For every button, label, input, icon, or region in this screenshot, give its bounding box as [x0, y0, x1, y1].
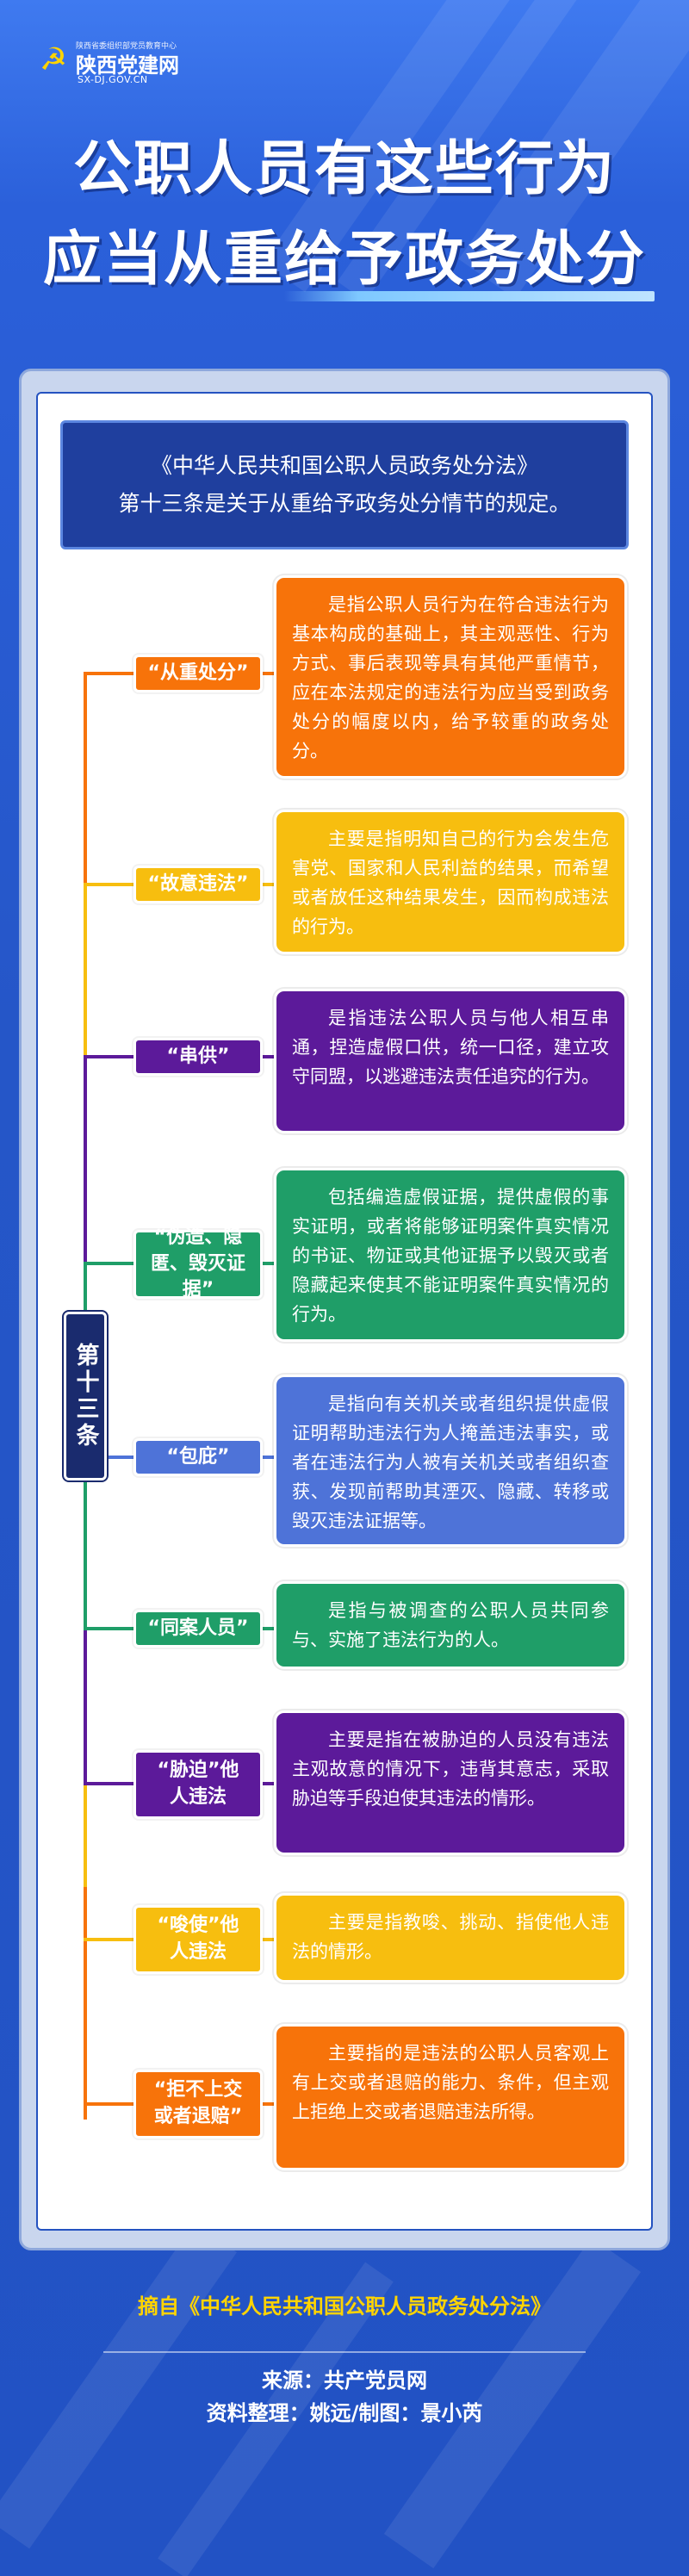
- term-description: 主要是指明知自己的行为会发生危害党、国家和人民利益的结果，而希望或者放任这种结果…: [274, 810, 627, 954]
- term-label: “拒不上交或者退赔”: [133, 2070, 263, 2138]
- connector-line: [84, 885, 87, 1057]
- logo-org-text: 陕西省委组织部党员教育中心: [76, 42, 177, 51]
- connector-line: [84, 1055, 135, 1058]
- party-emblem-icon: ☭: [39, 42, 68, 78]
- term-description: 是指公职人员行为在符合违法行为基本构成的基础上，其主观恶性、行为方式、事后表现等…: [274, 575, 627, 779]
- connector-line: [263, 1938, 276, 1941]
- intro-box: 《中华人民共和国公职人员政务处分法》 第十三条是关于从重给予政务处分情节的规定。: [60, 420, 629, 549]
- connector-line: [84, 1938, 135, 1941]
- connector-line: [263, 1782, 276, 1785]
- connector-line: [84, 1262, 135, 1265]
- page-title-line2: 应当从重给予政务处分: [42, 226, 646, 294]
- connector-line: [263, 1627, 276, 1630]
- connector-line: [84, 673, 87, 885]
- term-description: 是指与被调查的公职人员共同参与、实施了违法行为的人。: [274, 1581, 627, 1669]
- connector-line: [263, 1262, 276, 1265]
- connector-line: [263, 1456, 276, 1459]
- term-label: “串供”: [133, 1038, 263, 1076]
- term-label: “伪造、隐匿、毁灭证据”: [133, 1226, 263, 1300]
- connector-line: [84, 1629, 87, 1784]
- connector-line: [263, 883, 276, 886]
- connector-line: [84, 672, 135, 675]
- connector-line: [84, 1057, 87, 1263]
- logo-url: SX-DJ.GOV.CN: [78, 74, 148, 85]
- term-label: “同案人员”: [133, 1610, 263, 1648]
- term-description: 是指向有关机关或者组织提供虚假证明帮助违法行为人掩盖违法事实，或者在违法行为人被…: [274, 1375, 627, 1547]
- intro-description: 第十三条是关于从重给予政务处分情节的规定。: [118, 491, 571, 516]
- term-description: 包括编造虚假证据，提供虚假的事实证明，或者将能够证明案件真实情况的书证、物证或其…: [274, 1168, 627, 1342]
- source-credit: 来源：共产党员网: [262, 2368, 427, 2393]
- term-label: “从重处分”: [133, 655, 263, 692]
- connector-line: [84, 1263, 87, 1312]
- term-description: 主要指的是违法的公职人员客观上有上交或者退赔的能力、条件，但主观上拒绝上交或者退…: [274, 2024, 627, 2170]
- term-label: “胁迫”他人违法: [133, 1750, 263, 1819]
- connector-line: [263, 1055, 276, 1058]
- page-title-line1: 公职人员有这些行为: [72, 135, 616, 203]
- term-label: “包庇”: [133, 1438, 263, 1476]
- connector-line: [84, 1456, 135, 1459]
- intro-law-title: 《中华人民共和国公职人员政务处分法》: [150, 453, 538, 478]
- connector-line: [84, 1782, 135, 1785]
- title-underline: [284, 291, 655, 301]
- term-label: “故意违法”: [133, 866, 263, 903]
- connector-line: [84, 1480, 87, 1629]
- connector-line: [263, 2102, 276, 2106]
- connector-line: [84, 1627, 135, 1630]
- site-logo[interactable]: ☭ 陕西省委组织部党员教育中心 陕西党建网 SX-DJ.GOV.CN: [34, 34, 258, 86]
- logo-site-name: 陕西党建网: [76, 53, 179, 78]
- author-credit: 资料整理：姚远/制图：景小芮: [206, 2401, 483, 2425]
- article-label: 第十三条: [62, 1310, 109, 1482]
- connector-line: [84, 2102, 135, 2106]
- connector-line: [84, 1887, 87, 2120]
- footer-divider: [103, 2351, 586, 2353]
- excerpt-note: 摘自《中华人民共和国公职人员政务处分法》: [138, 2294, 551, 2318]
- connector-line: [263, 672, 276, 675]
- connector-line: [84, 1784, 87, 1887]
- term-description: 主要是指在被胁迫的人员没有违法主观故意的情况下，违背其意志，采取胁迫等手段迫使其…: [274, 1710, 627, 1855]
- connector-line: [84, 883, 135, 886]
- term-description: 是指违法公职人员与他人相互串通，捏造虚假口供，统一口径，建立攻守同盟，以逃避违法…: [274, 989, 627, 1133]
- term-description: 主要是指教唆、挑动、指使他人违法的情形。: [274, 1893, 627, 1983]
- term-label: “唆使”他人违法: [133, 1905, 263, 1974]
